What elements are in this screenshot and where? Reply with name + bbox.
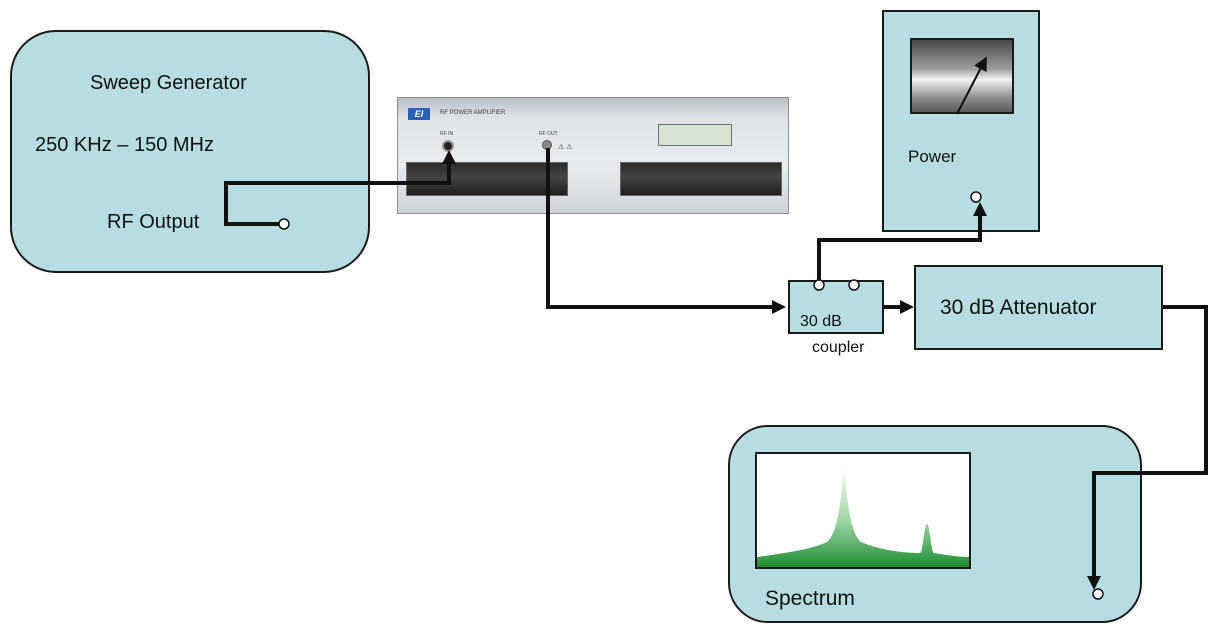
- cable-sweep-to-amplifier: [224, 150, 456, 226]
- spectrum-trace: [757, 464, 969, 567]
- rf-power-amplifier: EI RF POWER AMPLIFIER RF IN RF OUT ⚠ ⚠: [397, 97, 789, 214]
- attenuator-label: 30 dB Attenuator: [940, 296, 1097, 319]
- sweep-generator-title: Sweep Generator: [90, 72, 247, 94]
- coupler-value-label: 30 dB: [800, 313, 842, 330]
- amplifier-display: [658, 124, 732, 146]
- rf-output-label: RF Output: [107, 211, 200, 233]
- rf-output-port: [278, 218, 290, 230]
- attenuator-box: [914, 265, 1163, 350]
- power-meter-port: [970, 191, 982, 203]
- cable-attenuator-to-spectrum: [1087, 305, 1208, 590]
- spectrum-screen: [755, 452, 971, 569]
- spectrum-input-port: [1092, 588, 1104, 600]
- sweep-generator-range: 250 KHz – 150 MHz: [35, 134, 214, 156]
- coupler-port-2: [848, 279, 860, 291]
- amplifier-vent-left: [406, 162, 568, 196]
- coupler-box: [788, 280, 884, 334]
- spectrum-label: Spectrum: [765, 587, 855, 610]
- power-meter-label: Power: [908, 147, 957, 166]
- warning-icon: ⚠ ⚠: [558, 144, 573, 151]
- cable-amplifier-to-coupler: [546, 148, 786, 314]
- coupler-port-1: [813, 279, 825, 291]
- amplifier-logo: EI: [408, 108, 430, 120]
- coupler-name-label: coupler: [812, 339, 865, 356]
- sweep-generator-box: [10, 30, 370, 273]
- power-meter-gauge: [910, 38, 1014, 114]
- rf-out-label: RF OUT: [539, 131, 558, 137]
- cable-coupler-to-power-meter: [817, 202, 987, 280]
- amplifier-vent-right: [620, 162, 782, 196]
- rf-in-label: RF IN: [440, 131, 454, 137]
- amplifier-panel-label: RF POWER AMPLIFIER: [440, 110, 506, 116]
- power-meter-needle: [956, 56, 987, 115]
